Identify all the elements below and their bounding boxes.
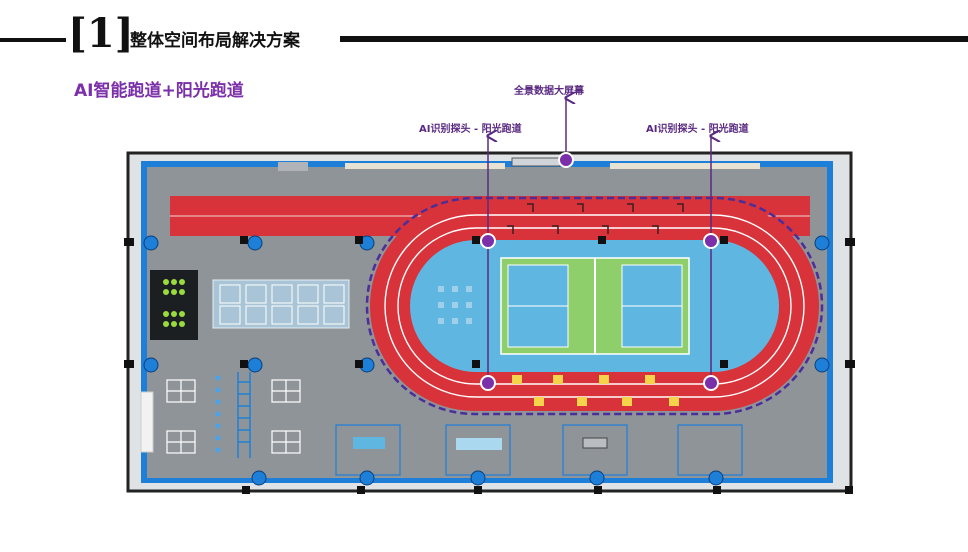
agility-grids (166, 379, 301, 454)
big-screen (511, 157, 561, 167)
callout-big-screen: 全景数据大屏幕 (514, 86, 584, 97)
track-yellow-pads (512, 375, 679, 406)
infield-markers (438, 286, 472, 324)
section-number: [1] (68, 10, 134, 57)
wall-bench-left (345, 163, 505, 169)
callout-ai-probe-right: AI识别探头 - 阳光跑道 (646, 124, 749, 135)
wall-bench-right (610, 163, 760, 169)
section-title: 整体空间布局解决方案 (130, 31, 300, 51)
fitness-mat-panel (212, 279, 350, 329)
wall-sensors (143, 235, 830, 486)
probe-markers (480, 152, 719, 391)
camera-mounts (124, 236, 855, 494)
station-pad-2 (456, 438, 502, 450)
callout-leaders (488, 98, 711, 382)
test-stations (335, 424, 743, 476)
equipment-balls (163, 279, 185, 327)
oval-lane-line-outer (384, 214, 805, 398)
agility-ladder (237, 372, 251, 458)
oval-track-border (365, 196, 824, 416)
header-rule-left (0, 38, 66, 42)
station-pad-3 (582, 437, 608, 449)
callout-ai-probe-left: AI识别探头 - 阳光跑道 (419, 124, 522, 135)
wall-whiteboard (140, 391, 154, 453)
station-pad-1 (353, 437, 385, 449)
fitness-mat-grid (219, 284, 345, 325)
entry-mat (278, 162, 308, 171)
cone-markers (215, 375, 221, 453)
oval-lane-line-inner (397, 227, 792, 385)
page-subtitle: AI智能跑道+阳光跑道 (74, 81, 244, 101)
hurdles (507, 203, 684, 234)
header-rule-right (340, 36, 968, 42)
